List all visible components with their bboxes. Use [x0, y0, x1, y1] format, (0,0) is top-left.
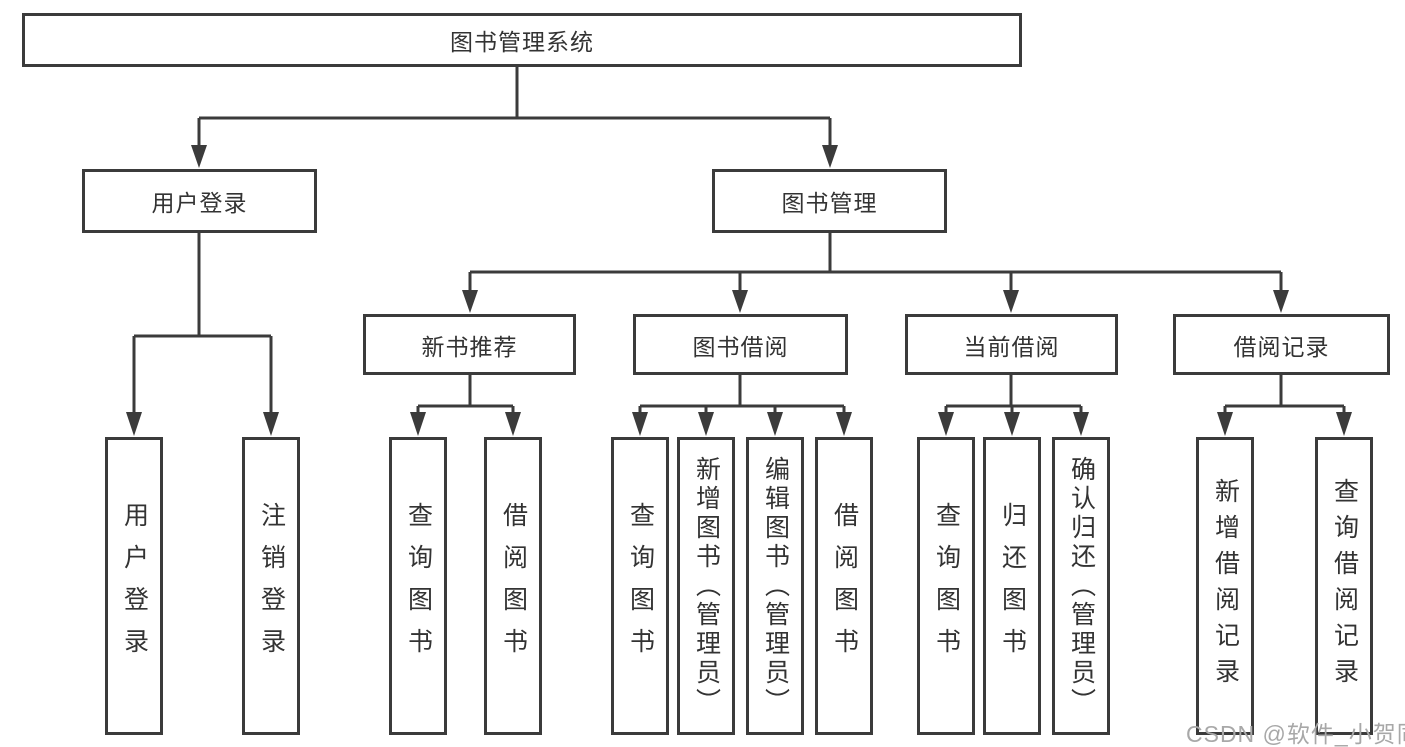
leaf-label: 查询图书: [626, 502, 655, 670]
connector-borrow-records-split: [1217, 375, 1352, 436]
node-leaf-query-books-borrowing: 查询图书: [611, 437, 669, 735]
connector-book-borrow-split: [632, 375, 852, 436]
node-user-login: 用户登录: [82, 169, 317, 233]
node-leaf-borrow-books-recommend: 借阅图书: [484, 437, 542, 735]
leaf-label: 归还图书: [998, 502, 1027, 670]
leaf-label: 查询借阅记录: [1330, 478, 1359, 694]
leaf-label: 查询图书: [932, 502, 961, 670]
node-book-borrowing: 图书借阅: [633, 314, 848, 375]
connector-root-split: [191, 67, 838, 168]
node-leaf-query-borrow-record: 查询借阅记录: [1315, 437, 1373, 735]
node-current-borrowing: 当前借阅: [905, 314, 1118, 375]
leaf-label: 注销登录: [257, 502, 286, 670]
node-leaf-query-books-recommend: 查询图书: [389, 437, 447, 735]
connector-current-borrow-split: [938, 375, 1089, 436]
node-borrow-records: 借阅记录: [1173, 314, 1390, 375]
leaf-label: 借阅图书: [499, 502, 528, 670]
node-leaf-edit-book-admin: 编辑图书（管理员）: [746, 437, 804, 735]
leaf-label: 新增图书（管理员）: [692, 455, 721, 717]
leaf-label: 用户登录: [120, 502, 149, 670]
node-leaf-user-login: 用户登录: [105, 437, 163, 735]
node-leaf-add-book-admin: 新增图书（管理员）: [677, 437, 735, 735]
csdn-watermark: CSDN @软件_小贺同学: [1186, 721, 1405, 747]
node-leaf-add-borrow-record: 新增借阅记录: [1196, 437, 1254, 735]
node-leaf-borrow-books-borrowing: 借阅图书: [815, 437, 873, 735]
connector-book-mgmt-split: [462, 233, 1289, 313]
leaf-label: 借阅图书: [830, 502, 859, 670]
node-book-management: 图书管理: [712, 169, 947, 233]
connector-new-book-split: [410, 375, 521, 436]
connector-user-login-split: [126, 233, 279, 436]
node-leaf-logout: 注销登录: [242, 437, 300, 735]
leaf-label: 确认归还（管理员）: [1067, 455, 1096, 717]
node-leaf-confirm-return-admin: 确认归还（管理员）: [1052, 437, 1110, 735]
leaf-label: 编辑图书（管理员）: [761, 455, 790, 717]
node-leaf-query-books-current: 查询图书: [917, 437, 975, 735]
leaf-label: 查询图书: [404, 502, 433, 670]
node-new-book-recommend: 新书推荐: [363, 314, 576, 375]
leaf-label: 新增借阅记录: [1211, 478, 1240, 694]
node-root-library-system: 图书管理系统: [22, 13, 1022, 67]
node-leaf-return-book: 归还图书: [983, 437, 1041, 735]
